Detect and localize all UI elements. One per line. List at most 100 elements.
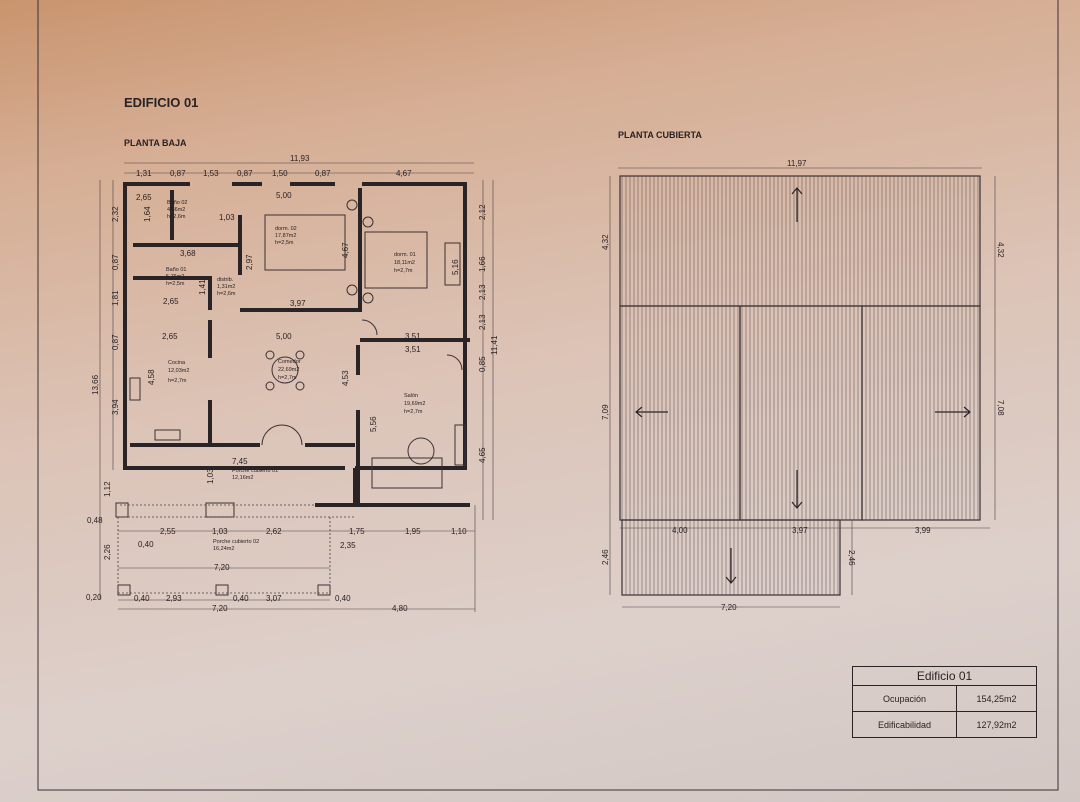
- room-area: 22,69m2: [278, 367, 299, 373]
- room-area: 12,16m2: [232, 475, 253, 481]
- dim-inner: 5,16: [451, 259, 460, 275]
- dim-top: 1,31: [136, 169, 152, 178]
- room-area: 5,76m2: [166, 274, 184, 280]
- room-height: h=2,7m: [168, 378, 187, 384]
- inner-dimensions: 2,65 5,00 1,03 3,68 2,65 3,97 4,67 2,97 …: [136, 191, 487, 484]
- dim-bottom: 1,75: [349, 527, 365, 536]
- dim-inner: 2,13: [478, 314, 487, 330]
- slope-arrow-down-icon: [725, 548, 737, 584]
- bottom-dimensions: 2,55 1,03 2,62 1,75 1,95 1,10 0,40 2,35 …: [134, 527, 467, 613]
- roof-dim-left-mid: 7,09: [601, 404, 610, 420]
- roof-plan: 11,97 4,32 4,32 7,09 7,08 4,00 3,97 3,99…: [601, 159, 1005, 612]
- dim-left: 2,32: [111, 206, 120, 222]
- dim-inner: 3,51: [405, 345, 421, 354]
- dim-left: 0,87: [111, 254, 120, 270]
- sheet-border: [37, 0, 1059, 791]
- dim-right: 1,66: [478, 256, 487, 272]
- room-area: 16,24m2: [213, 546, 234, 552]
- left-dimensions: 2,32 0,87 1,81 0,87 3,94 13,66 1,12 0,48…: [86, 206, 120, 602]
- room-name: Porche cubierto 01: [232, 468, 278, 474]
- dim-left: 1,81: [111, 290, 120, 306]
- dim-bottom: 2,55: [160, 527, 176, 536]
- dim-bottom: 0,40: [134, 594, 150, 603]
- table-row: Edificabilidad 127,92m2: [851, 711, 1037, 738]
- dim-right: 2,13: [478, 284, 487, 300]
- slope-arrow-left-icon: [635, 406, 668, 418]
- roof-pane-north: [619, 175, 981, 307]
- slope-arrow-right-icon: [935, 406, 971, 418]
- room-name: Baño 01: [166, 267, 187, 273]
- room-height: h=2,6m: [167, 214, 186, 220]
- dim-inner: 1,03: [219, 213, 235, 222]
- room-name: distrib.: [217, 277, 234, 283]
- roof-dim-right-low: 2,46: [847, 550, 856, 566]
- dim-bottom: 7,20: [212, 604, 228, 613]
- dim-top: 1,53: [203, 169, 219, 178]
- room-area: 12,03m2: [168, 368, 189, 374]
- dim-inner: 2,65: [163, 297, 179, 306]
- dim-inner: 2,65: [162, 332, 178, 341]
- right-dimensions: 2,12 1,66 2,13 11,41 4,65: [478, 204, 499, 463]
- dim-bottom: 3,07: [266, 594, 282, 603]
- room-height: h=2,5m: [275, 240, 294, 246]
- dim-inner: 5,00: [276, 332, 292, 341]
- room-name: Comedor: [278, 359, 301, 365]
- row-label: Edificabilidad: [851, 711, 958, 738]
- row-value: 127,92m2: [956, 711, 1037, 738]
- room-name: dorm. 02: [275, 226, 297, 232]
- room-area: 4,86m2: [167, 207, 185, 213]
- roof-dim-top: 11,97: [787, 159, 807, 168]
- dim-inner: 5,00: [276, 191, 292, 200]
- dim-left: 1,12: [103, 481, 112, 497]
- dim-bottom: 0,40: [335, 594, 351, 603]
- dim-inner: 0,85: [478, 356, 487, 372]
- room-height: h=2,7m: [394, 268, 413, 274]
- dim-bottom: 2,62: [266, 527, 282, 536]
- dim-inner: 3,51: [405, 332, 421, 341]
- dim-inner: 3,97: [290, 299, 306, 308]
- row-label: Ocupación: [851, 685, 958, 712]
- room-labels: Baño 02 4,86m2 h=2,6m dorm. 02 17,87m2 h…: [166, 200, 425, 552]
- room-name: Porche cubierto 02: [213, 539, 259, 545]
- dim-top-total: 11,93: [290, 154, 310, 163]
- dim-bottom: 0,40: [233, 594, 249, 603]
- dim-inner: 7,45: [232, 457, 248, 466]
- dim-bottom: 0,40: [138, 540, 154, 549]
- dim-bottom: 1,95: [405, 527, 421, 536]
- ground-floor-label: PLANTA BAJA: [124, 138, 187, 148]
- roof-pane-east: [861, 305, 981, 521]
- dim-left: 0,20: [86, 593, 102, 602]
- summary-table: Edificio 01 Ocupación 154,25m2 Edificabi…: [851, 666, 1037, 738]
- ground-floor-plan: 11,93 1,31 0,87 1,53 0,87 1,50 0,87 4,67: [86, 154, 499, 613]
- dim-inner: 4,58: [147, 369, 156, 385]
- dim-left: 3,94: [111, 399, 120, 415]
- dim-bottom: 2,35: [340, 541, 356, 550]
- dim-top: 1,50: [272, 169, 288, 178]
- row-value: 154,25m2: [956, 685, 1037, 712]
- slope-arrow-down-icon: [791, 470, 803, 509]
- dim-top: 0,87: [237, 169, 253, 178]
- room-height: h=2,7m: [404, 409, 423, 415]
- dim-left: 0,48: [87, 516, 103, 525]
- dim-inner: 4,53: [341, 370, 350, 386]
- roof-dim-left-upper: 4,32: [601, 234, 610, 250]
- room-name: Salón: [404, 393, 418, 399]
- room-height: h=2,5m: [166, 281, 185, 287]
- dim-inner: 5,56: [369, 416, 378, 432]
- dim-inner: 1,41: [198, 279, 207, 295]
- roof-dim-width: 4,00: [672, 526, 688, 535]
- room-area: 1,31m2: [217, 284, 235, 290]
- roof-plan-label: PLANTA CUBIERTA: [618, 130, 702, 140]
- dim-bottom: 2,93: [166, 594, 182, 603]
- dim-inner: 3,68: [180, 249, 196, 258]
- room-height: h=2,6m: [217, 291, 236, 297]
- dim-bottom: 4,80: [392, 604, 408, 613]
- dim-top: 4,67: [396, 169, 412, 178]
- dim-inner: 2,65: [136, 193, 152, 202]
- dim-top: 0,87: [315, 169, 331, 178]
- room-area: 17,87m2: [275, 233, 296, 239]
- roof-dim-width: 3,99: [915, 526, 931, 535]
- roof-pane-west: [619, 305, 741, 521]
- dim-inner: 2,97: [245, 254, 254, 270]
